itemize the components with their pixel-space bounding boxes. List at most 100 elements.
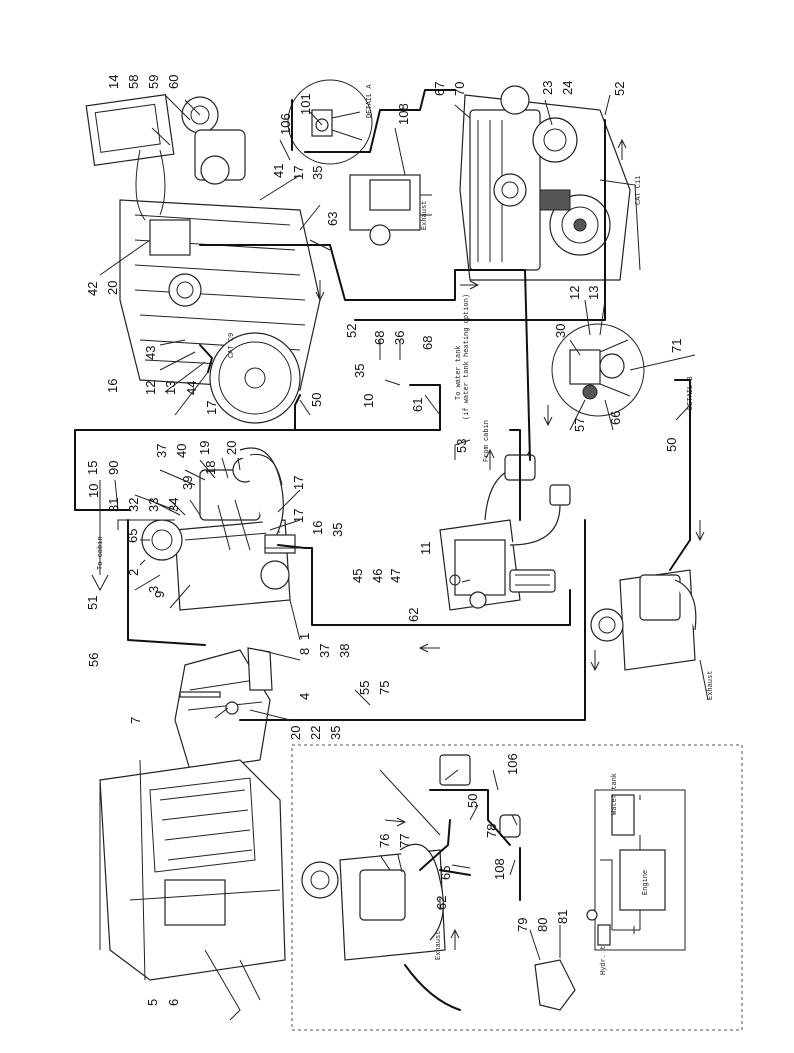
callout: 50 xyxy=(664,438,679,452)
callout: 52 xyxy=(344,324,359,338)
note-to-cabin: To cabin xyxy=(97,536,105,570)
callout: 39 xyxy=(180,476,195,490)
callout: 75 xyxy=(377,681,392,695)
callout: 44 xyxy=(184,381,199,395)
callout: 71 xyxy=(669,339,684,353)
callout: 45 xyxy=(350,569,365,583)
callout: 42 xyxy=(85,282,100,296)
callout: 108 xyxy=(396,103,411,125)
engine-cat-c9 xyxy=(85,94,321,424)
callout: 17 xyxy=(291,476,306,490)
callout: 106 xyxy=(278,113,293,135)
callout: 11 xyxy=(418,542,433,556)
callout: 61 xyxy=(410,398,425,412)
flow-arrows xyxy=(91,138,705,950)
callout: 15 xyxy=(85,461,100,475)
callout: 55 xyxy=(357,681,372,695)
callout: 8 xyxy=(297,648,312,655)
note-to-water-tank: To water tank xyxy=(455,345,463,400)
callout: 9 xyxy=(152,591,167,598)
callout: 19 xyxy=(197,441,212,455)
callout: 46 xyxy=(370,569,385,583)
note-from-cabin: From cabin xyxy=(483,420,491,462)
callout: 18 xyxy=(203,461,218,475)
callout: 52 xyxy=(612,82,627,96)
diagram-notes: To cabin From cabin To water tank (if wa… xyxy=(97,176,643,570)
callout: 22 xyxy=(308,726,323,740)
exhaust-label-right: Exhaust xyxy=(707,671,715,700)
callout: 12 xyxy=(143,381,158,395)
callout: 12 xyxy=(567,286,582,300)
callout: 77 xyxy=(397,834,412,848)
callout: 1 xyxy=(297,633,312,640)
callout: 35 xyxy=(310,166,325,180)
callout: 70 xyxy=(452,82,467,96)
callout: 47 xyxy=(388,569,403,583)
callout: 32 xyxy=(126,498,141,512)
callout: 58 xyxy=(126,75,141,89)
callout: 34 xyxy=(166,498,181,512)
note-cat-c9: CAT C9 xyxy=(228,333,236,358)
callout: 14 xyxy=(106,75,121,89)
callout: 17 xyxy=(291,166,306,180)
callout: 80 xyxy=(535,918,550,932)
callout: 68 xyxy=(372,331,387,345)
callout: 10 xyxy=(86,484,101,498)
callout: 37 xyxy=(154,444,169,458)
exhaust-label-a: Exhaust xyxy=(421,201,429,230)
callout: 106 xyxy=(505,753,520,775)
callout: 53 xyxy=(454,439,469,453)
callout: 108 xyxy=(492,858,507,880)
callout: 17 xyxy=(291,509,306,523)
callout: 16 xyxy=(310,521,325,535)
cab-frame xyxy=(99,759,286,1021)
heater-unit-lower: Exhaust xyxy=(301,754,576,1011)
callout: 62 xyxy=(406,608,421,622)
callout: 35 xyxy=(328,726,343,740)
callout: 57 xyxy=(572,418,587,432)
callout: 59 xyxy=(146,75,161,89)
callout: 6 xyxy=(166,999,181,1006)
schematic-water-tank-label: Water tank xyxy=(611,773,619,815)
callout: 35 xyxy=(352,364,367,378)
callout: 17 xyxy=(204,401,219,415)
callout: 33 xyxy=(146,498,161,512)
callout: 78 xyxy=(484,824,499,838)
callout: 37 xyxy=(317,644,332,658)
heater-unit-right: Exhaust xyxy=(590,569,715,701)
callout: 40 xyxy=(174,444,189,458)
callout: 36 xyxy=(392,331,407,345)
callout: 63 xyxy=(325,212,340,226)
callout: 20 xyxy=(224,441,239,455)
schematic-engine-label: Engine xyxy=(642,870,650,895)
callout: 24 xyxy=(560,81,575,95)
callout: 23 xyxy=(540,81,555,95)
callout: 62 xyxy=(434,896,449,910)
callout: 4 xyxy=(297,693,312,700)
heater-unit xyxy=(141,447,296,611)
callout: 65 xyxy=(438,866,453,880)
leader-lines xyxy=(99,94,696,961)
callout: 35 xyxy=(330,523,345,537)
callout: 5 xyxy=(145,999,160,1006)
callout: 60 xyxy=(166,75,181,89)
callout: 13 xyxy=(586,286,601,300)
callout: 90 xyxy=(106,461,121,475)
heating-schematic: Engine Water tank Hydr. tank xyxy=(586,773,686,975)
engine-cat-c11 xyxy=(459,85,641,281)
callout: 101 xyxy=(298,93,313,115)
valve-block xyxy=(439,449,571,611)
callout: 2 xyxy=(126,569,141,576)
callout: 7 xyxy=(128,717,143,724)
callout: 31 xyxy=(106,498,121,512)
callout: 30 xyxy=(553,324,568,338)
callout: 13 xyxy=(163,381,178,395)
callout: 81 xyxy=(555,910,570,924)
callout: 41 xyxy=(271,164,286,178)
detail-a-label: DETAIL A xyxy=(366,84,374,118)
callout-numbers: 14 58 59 60 101 108 67 70 23 24 52 106 4… xyxy=(85,75,684,1006)
tank-bracket xyxy=(174,647,273,771)
note-cat-c11: CAT C11 xyxy=(635,176,643,205)
callout: 51 xyxy=(85,596,100,610)
